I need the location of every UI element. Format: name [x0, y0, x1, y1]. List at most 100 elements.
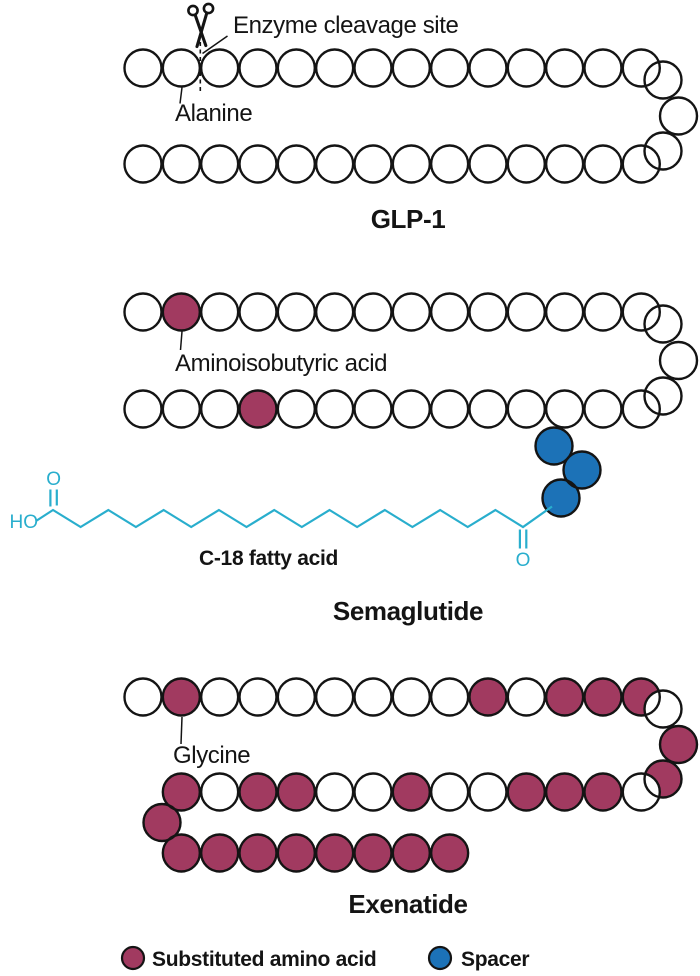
amino-acid-circle [431, 145, 469, 183]
amino-acid-circle-outline [643, 131, 683, 171]
amino-acid-circle-outline [643, 60, 683, 100]
amino-acid-circle [584, 390, 622, 428]
legend-spacer-swatch [427, 945, 453, 971]
amino-acid-circle [201, 145, 239, 183]
fatty-acid-zigzag-bond [35, 505, 553, 529]
amino-acid-circle [277, 390, 315, 428]
amino-acid-circle-outline [391, 677, 432, 717]
amino-acid-circle [392, 390, 430, 428]
amino-acid-circle-outline [506, 677, 546, 717]
hydroxyl-label: HO [10, 512, 39, 533]
amino-acid-circle-outline [506, 48, 546, 88]
substituted-amino-acid-circle-outline [583, 772, 623, 812]
substituted-amino-acid-circle [239, 773, 277, 811]
amino-acid-circle [316, 145, 354, 183]
amino-acid-circle-outline [643, 376, 683, 416]
semaglutide-amino-acid-chain [123, 292, 699, 518]
amino-acid-circle-outline [123, 48, 163, 88]
amino-acid-circle-outline [314, 772, 355, 812]
legend: Substituted amino acid Spacer [120, 945, 530, 971]
substituted-amino-acid-circle-outline [161, 772, 202, 812]
substituted-amino-acid-circle-outline [544, 677, 585, 717]
legend-spacer-label: Spacer [461, 948, 529, 971]
amino-acid-circle [644, 305, 682, 343]
amino-acid-circle [622, 390, 660, 428]
amino-acid-circle [507, 293, 545, 331]
amino-acid-circle [277, 145, 315, 183]
amino-acid-circle-outline [544, 389, 585, 429]
amino-acid-circle [201, 773, 239, 811]
amino-acid-circle-outline [429, 48, 470, 88]
amino-acid-circle [431, 390, 469, 428]
amino-acid-circle-outline [314, 292, 355, 332]
amino-acid-circle-outline [238, 48, 278, 88]
amino-acid-circle-outline [123, 292, 163, 332]
substituted-amino-acid-circle-outline [643, 759, 683, 799]
amino-acid-circle-outline [199, 144, 240, 184]
amino-acid-circle-outline [353, 292, 393, 332]
amino-acid-circle [392, 145, 430, 183]
spacer-circle-outline [541, 478, 581, 518]
amino-acid-circle-outline [544, 144, 585, 184]
substituted-amino-acid-circle [316, 834, 354, 872]
substituted-amino-acid-circle [546, 678, 584, 716]
amino-acid-circle [469, 145, 507, 183]
amino-acid-circle-outline [314, 389, 355, 429]
amino-acid-circle-outline [161, 389, 202, 429]
substituted-amino-acid-circle-outline [161, 677, 202, 717]
substituted-amino-acid-circle [162, 834, 200, 872]
substituted-amino-acid-circle [392, 773, 430, 811]
amino-acid-circle-outline [621, 144, 661, 184]
amino-acid-circle [239, 293, 277, 331]
amino-acid-circle-outline [123, 389, 163, 429]
amino-acid-circle-outline [391, 48, 432, 88]
amino-acid-circle [507, 678, 545, 716]
amino-acid-circle [469, 293, 507, 331]
amino-acid-circle [431, 49, 469, 87]
amino-acid-circle-outline [621, 48, 661, 88]
amino-acid-circle [124, 390, 162, 428]
amino-acid-circle [124, 293, 162, 331]
substituted-amino-acid-circle [660, 726, 697, 763]
substituted-amino-acid-circle [584, 678, 622, 716]
amino-acid-circle-outline [583, 389, 623, 429]
amino-acid-circle [277, 678, 315, 716]
substituted-amino-acid-circle [239, 834, 277, 872]
amino-acid-circle-outline [643, 689, 683, 729]
amino-acid-circle-outline [429, 292, 470, 332]
amino-acid-circle [644, 61, 682, 99]
amino-acid-circle [124, 678, 162, 716]
substituted-amino-acid-circle-outline [583, 677, 623, 717]
amino-acid-circle-outline [621, 292, 661, 332]
substituted-amino-acid-circle-outline [238, 833, 278, 873]
amino-acid-circle [354, 145, 392, 183]
amino-acid-circle-outline [429, 772, 470, 812]
spacer-circle [563, 451, 601, 489]
glp1-amino-acid-chain [123, 48, 699, 184]
amino-acid-circle-outline [276, 144, 317, 184]
amino-acid-circle [622, 145, 660, 183]
amino-acid-circle-outline [353, 144, 393, 184]
amino-acid-circle [316, 678, 354, 716]
substituted-amino-acid-circle-outline [161, 833, 202, 873]
amino-acid-circle-outline [123, 677, 163, 717]
amino-acid-circle-outline [276, 48, 317, 88]
glp1-title: GLP-1 [371, 204, 446, 234]
amino-acid-circle-outline [506, 292, 546, 332]
substituted-amino-acid-circle [392, 834, 430, 872]
amino-acid-circle-outline [468, 292, 508, 332]
amino-acid-circle-outline [314, 144, 355, 184]
amino-acid-circle-outline [199, 772, 240, 812]
amino-acid-circle [644, 690, 682, 728]
amino-acid-circle [239, 145, 277, 183]
amino-acid-circle [584, 49, 622, 87]
amino-acid-circle [660, 342, 697, 379]
amino-acid-circle [431, 773, 469, 811]
amino-acid-circle-outline [506, 144, 546, 184]
substituted-amino-acid-circle-outline [429, 833, 470, 873]
amino-acid-circle [507, 49, 545, 87]
amino-acid-circle [469, 773, 507, 811]
amino-acid-circle [277, 293, 315, 331]
amino-acid-circle-outline [353, 677, 393, 717]
amino-acid-circle-outline [276, 677, 317, 717]
